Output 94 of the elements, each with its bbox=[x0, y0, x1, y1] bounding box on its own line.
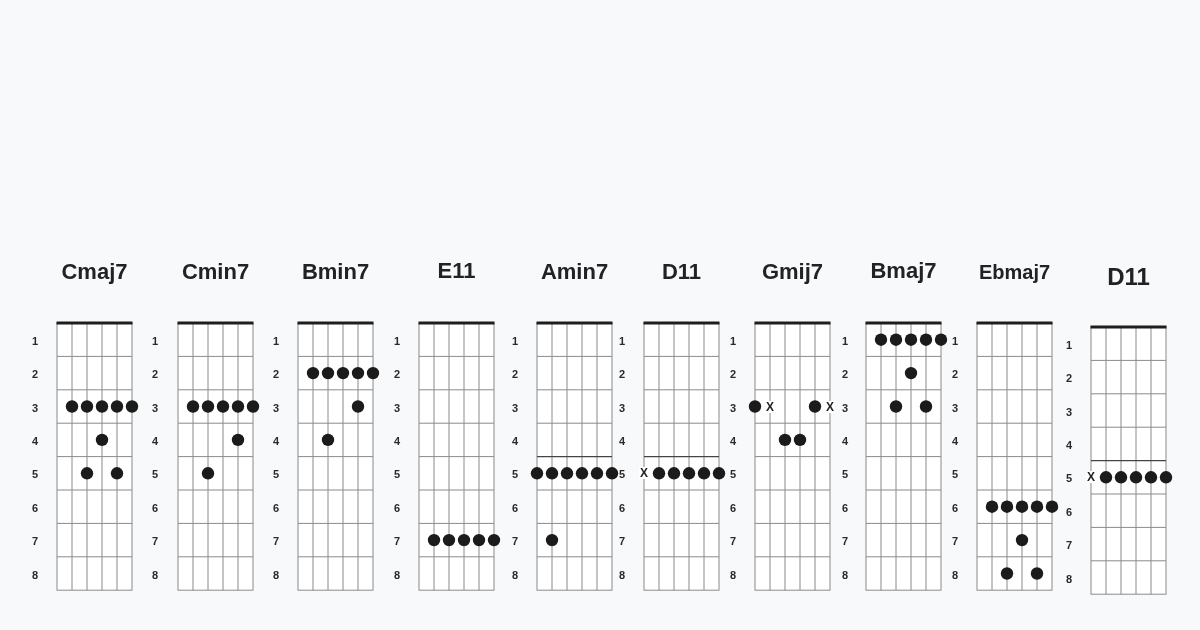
fret-number: 6 bbox=[511, 502, 519, 514]
fret-number: 3 bbox=[511, 402, 519, 413]
fret-number: 5 bbox=[511, 468, 519, 480]
fret-number: 3 bbox=[951, 402, 959, 413]
fret-number: 4 bbox=[31, 435, 39, 447]
mute-mark: X bbox=[765, 400, 775, 413]
fret-number: 3 bbox=[272, 402, 280, 413]
fret-number: 4 bbox=[618, 435, 626, 447]
fret-number: 7 bbox=[393, 535, 401, 547]
fret-number: 1 bbox=[618, 335, 626, 347]
fret-number: 2 bbox=[272, 368, 280, 380]
fret-number: 1 bbox=[393, 335, 401, 347]
fret-number: 7 bbox=[618, 535, 626, 547]
fret-number: 1 bbox=[151, 335, 159, 347]
mute-mark: X bbox=[639, 467, 649, 480]
fret-number: 7 bbox=[511, 535, 519, 547]
mute-mark: X bbox=[825, 400, 835, 413]
fret-number: 5 bbox=[393, 468, 401, 480]
fret-number: 4 bbox=[841, 435, 849, 447]
fret-number: 6 bbox=[729, 502, 737, 514]
fret-number: 4 bbox=[151, 435, 159, 447]
fret-number: 4 bbox=[951, 435, 959, 447]
fret-number: 1 bbox=[511, 335, 519, 347]
fret-number: 7 bbox=[729, 535, 737, 547]
chord-name: Cmaj7 bbox=[61, 259, 128, 285]
chord-name: E11 bbox=[437, 258, 476, 284]
fret-number: 8 bbox=[729, 569, 737, 580]
fret-number: 5 bbox=[31, 468, 39, 480]
fret-number: 6 bbox=[951, 502, 959, 514]
fret-number: 4 bbox=[729, 435, 737, 447]
fret-number: 2 bbox=[31, 368, 39, 380]
fret-number: 3 bbox=[841, 402, 849, 413]
fret-number: 3 bbox=[151, 402, 159, 413]
fret-number: 7 bbox=[1065, 539, 1073, 551]
fret-number: 6 bbox=[618, 502, 626, 514]
fret-number: 8 bbox=[511, 569, 519, 580]
chord-name: Ebmaj7 bbox=[978, 261, 1051, 283]
fret-number: 6 bbox=[151, 502, 159, 514]
fret-number: 8 bbox=[272, 569, 280, 580]
fret-number: 1 bbox=[841, 335, 849, 347]
fret-number: 6 bbox=[841, 502, 849, 514]
fret-number: 1 bbox=[31, 335, 39, 347]
fret-number: 5 bbox=[151, 468, 159, 480]
chord-name: Bmin7 bbox=[301, 259, 370, 285]
fret-number: 6 bbox=[31, 502, 39, 514]
chord-name: Gmij7 bbox=[761, 259, 824, 285]
chord-name: D11 bbox=[1107, 263, 1150, 291]
fret-number: 7 bbox=[951, 535, 959, 547]
fret-number: 4 bbox=[511, 435, 519, 447]
fret-number: 5 bbox=[951, 468, 959, 480]
fret-number: 6 bbox=[1065, 506, 1073, 518]
fret-number: 1 bbox=[1065, 339, 1073, 351]
fret-number: 8 bbox=[31, 569, 39, 580]
fret-number: 2 bbox=[1065, 372, 1073, 384]
chord-name: Cmin7 bbox=[181, 259, 250, 285]
fret-number: 8 bbox=[951, 569, 959, 580]
fret-number: 4 bbox=[272, 435, 280, 447]
fret-number: 1 bbox=[729, 335, 737, 347]
fret-number: 2 bbox=[841, 368, 849, 380]
fret-number: 5 bbox=[272, 468, 280, 480]
fret-number: 7 bbox=[31, 535, 39, 547]
fret-number: 6 bbox=[272, 502, 280, 514]
fret-number: 3 bbox=[393, 402, 401, 413]
fret-number: 4 bbox=[393, 435, 401, 447]
fret-number: 2 bbox=[393, 368, 401, 380]
fret-number: 5 bbox=[1065, 472, 1073, 484]
fret-number: 1 bbox=[272, 335, 280, 347]
fret-number: 3 bbox=[729, 402, 737, 413]
fret-number: 8 bbox=[151, 569, 159, 580]
fret-number: 1 bbox=[951, 335, 959, 347]
fret-number: 7 bbox=[151, 535, 159, 547]
fret-number: 8 bbox=[1065, 573, 1073, 584]
fret-number: 4 bbox=[1065, 439, 1073, 451]
fret-number: 7 bbox=[841, 535, 849, 547]
chord-name: Amin7 bbox=[540, 259, 609, 285]
fret-number: 3 bbox=[31, 402, 39, 413]
fret-number: 5 bbox=[841, 468, 849, 480]
chord-name: D11 bbox=[661, 259, 702, 285]
fret-number: 2 bbox=[618, 368, 626, 380]
fret-number: 5 bbox=[618, 468, 626, 480]
mute-mark: X bbox=[1086, 471, 1096, 484]
fret-number: 3 bbox=[1065, 406, 1073, 417]
fret-number: 8 bbox=[841, 569, 849, 580]
fret-number: 8 bbox=[618, 569, 626, 580]
chord-name: Bmaj7 bbox=[870, 258, 937, 284]
fret-number: 2 bbox=[729, 368, 737, 380]
fret-number: 7 bbox=[272, 535, 280, 547]
fret-number: 5 bbox=[729, 468, 737, 480]
fret-number: 2 bbox=[151, 368, 159, 380]
fret-number: 6 bbox=[393, 502, 401, 514]
fret-number: 3 bbox=[618, 402, 626, 413]
fret-number: 2 bbox=[951, 368, 959, 380]
fret-number: 8 bbox=[393, 569, 401, 580]
fret-number: 2 bbox=[511, 368, 519, 380]
